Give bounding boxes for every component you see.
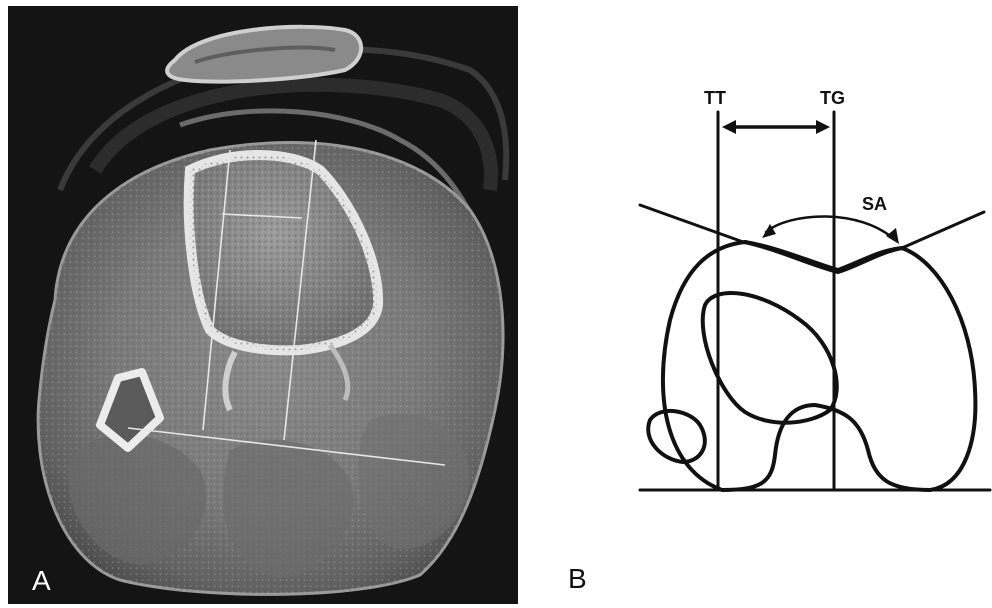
panel-a-letter: A xyxy=(32,565,51,596)
patella-loop xyxy=(703,293,837,423)
panel-b-letter: B xyxy=(568,563,587,594)
sa-arm-right xyxy=(902,212,984,248)
condyle-outline xyxy=(663,242,975,490)
sa-label: SA xyxy=(862,194,887,214)
sa-arm-left xyxy=(640,205,746,243)
panel-b-schematic: TT TG SA B xyxy=(568,88,990,594)
tt-tg-arrowhead-left xyxy=(722,120,736,134)
sa-angle-arc xyxy=(766,216,895,240)
tt-tg-arrowhead-right xyxy=(816,120,830,134)
panel-a-ct-scan: A xyxy=(8,6,518,604)
sa-arrowhead-right xyxy=(886,228,899,244)
tg-label: TG xyxy=(820,88,845,108)
tt-label: TT xyxy=(704,88,726,108)
fibular-head-loop xyxy=(648,411,705,462)
